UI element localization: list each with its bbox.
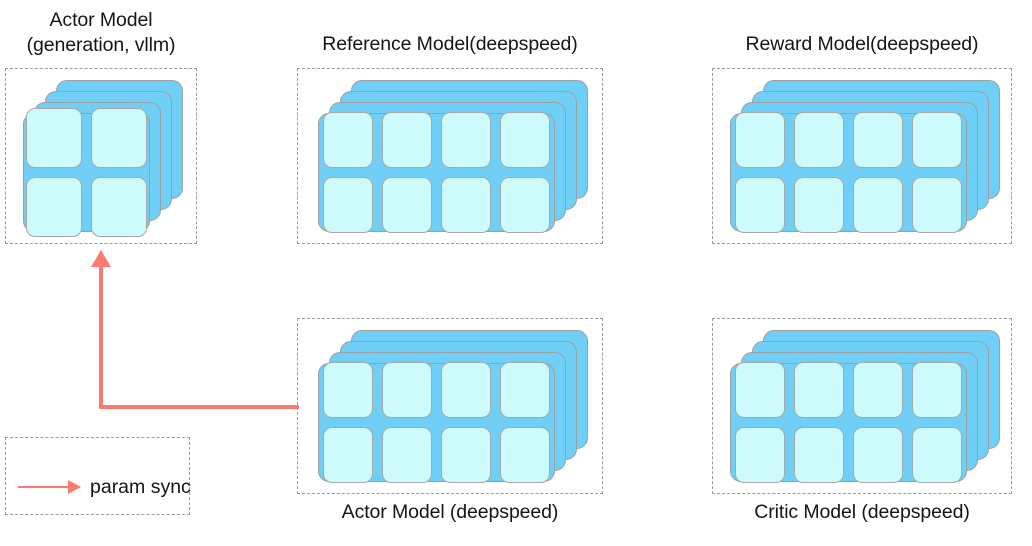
group-reward-model[interactable] <box>712 68 1012 244</box>
card-cell <box>500 427 550 483</box>
card-layer-1[interactable] <box>318 362 555 483</box>
card-cell <box>794 112 844 168</box>
card-cell <box>26 108 82 168</box>
card-cell <box>853 362 903 418</box>
card-cell <box>794 362 844 418</box>
card-cell <box>323 362 373 418</box>
card-cell <box>735 112 785 168</box>
card-layer-1[interactable] <box>730 362 967 483</box>
legend-box[interactable]: param sync <box>5 437 191 515</box>
param-sync-arrowhead-icon <box>90 250 111 267</box>
card-cell <box>91 177 147 237</box>
card-cell <box>441 112 491 168</box>
card-layer-1[interactable] <box>318 112 555 233</box>
group-reference-model[interactable] <box>297 68 603 244</box>
card-cell <box>912 362 962 418</box>
card-stack-actor-vllm <box>23 80 183 237</box>
card-cell <box>500 177 550 233</box>
card-layer-1[interactable] <box>730 112 967 233</box>
card-cell <box>323 177 373 233</box>
label-reward-model: Reward Model(deepspeed) <box>745 33 979 55</box>
card-cell <box>912 112 962 168</box>
card-stack-critic-model <box>730 330 1000 483</box>
param-sync-horizontal-segment <box>99 405 299 409</box>
card-cell <box>382 427 432 483</box>
group-actor-deepspeed[interactable] <box>297 318 603 494</box>
label-critic-model: Critic Model (deepspeed) <box>754 501 970 523</box>
card-cell <box>323 112 373 168</box>
card-cell <box>500 362 550 418</box>
card-cell <box>794 427 844 483</box>
card-cell <box>441 427 491 483</box>
card-cell <box>382 362 432 418</box>
card-stack-actor-deepspeed <box>318 330 588 483</box>
group-actor-vllm[interactable] <box>5 68 197 244</box>
label-actor-deepspeed: Actor Model (deepspeed) <box>341 501 559 523</box>
card-cell <box>500 112 550 168</box>
card-cell <box>735 177 785 233</box>
card-cell <box>853 427 903 483</box>
card-cell <box>26 177 82 237</box>
param-sync-vertical-segment <box>99 266 103 407</box>
group-critic-model[interactable] <box>712 318 1012 494</box>
label-actor-vllm: Actor Model (generation, vllm) <box>26 9 176 56</box>
card-cell <box>382 112 432 168</box>
card-cell <box>735 362 785 418</box>
card-cell <box>912 427 962 483</box>
card-cell <box>912 177 962 233</box>
card-stack-reward-model <box>730 80 1000 233</box>
legend-label: param sync <box>90 476 191 498</box>
card-cell <box>794 177 844 233</box>
card-cell <box>441 362 491 418</box>
label-reference-model: Reference Model(deepspeed) <box>322 33 578 55</box>
legend-arrow-head-icon <box>68 479 81 494</box>
card-stack-reference-model <box>318 80 588 233</box>
card-cell <box>91 108 147 168</box>
card-cell <box>735 427 785 483</box>
card-cell <box>323 427 373 483</box>
card-cell <box>853 112 903 168</box>
card-layer-1[interactable] <box>23 108 150 237</box>
card-cell <box>441 177 491 233</box>
card-cell <box>382 177 432 233</box>
card-cell <box>853 177 903 233</box>
legend-arrow-line <box>18 486 70 489</box>
